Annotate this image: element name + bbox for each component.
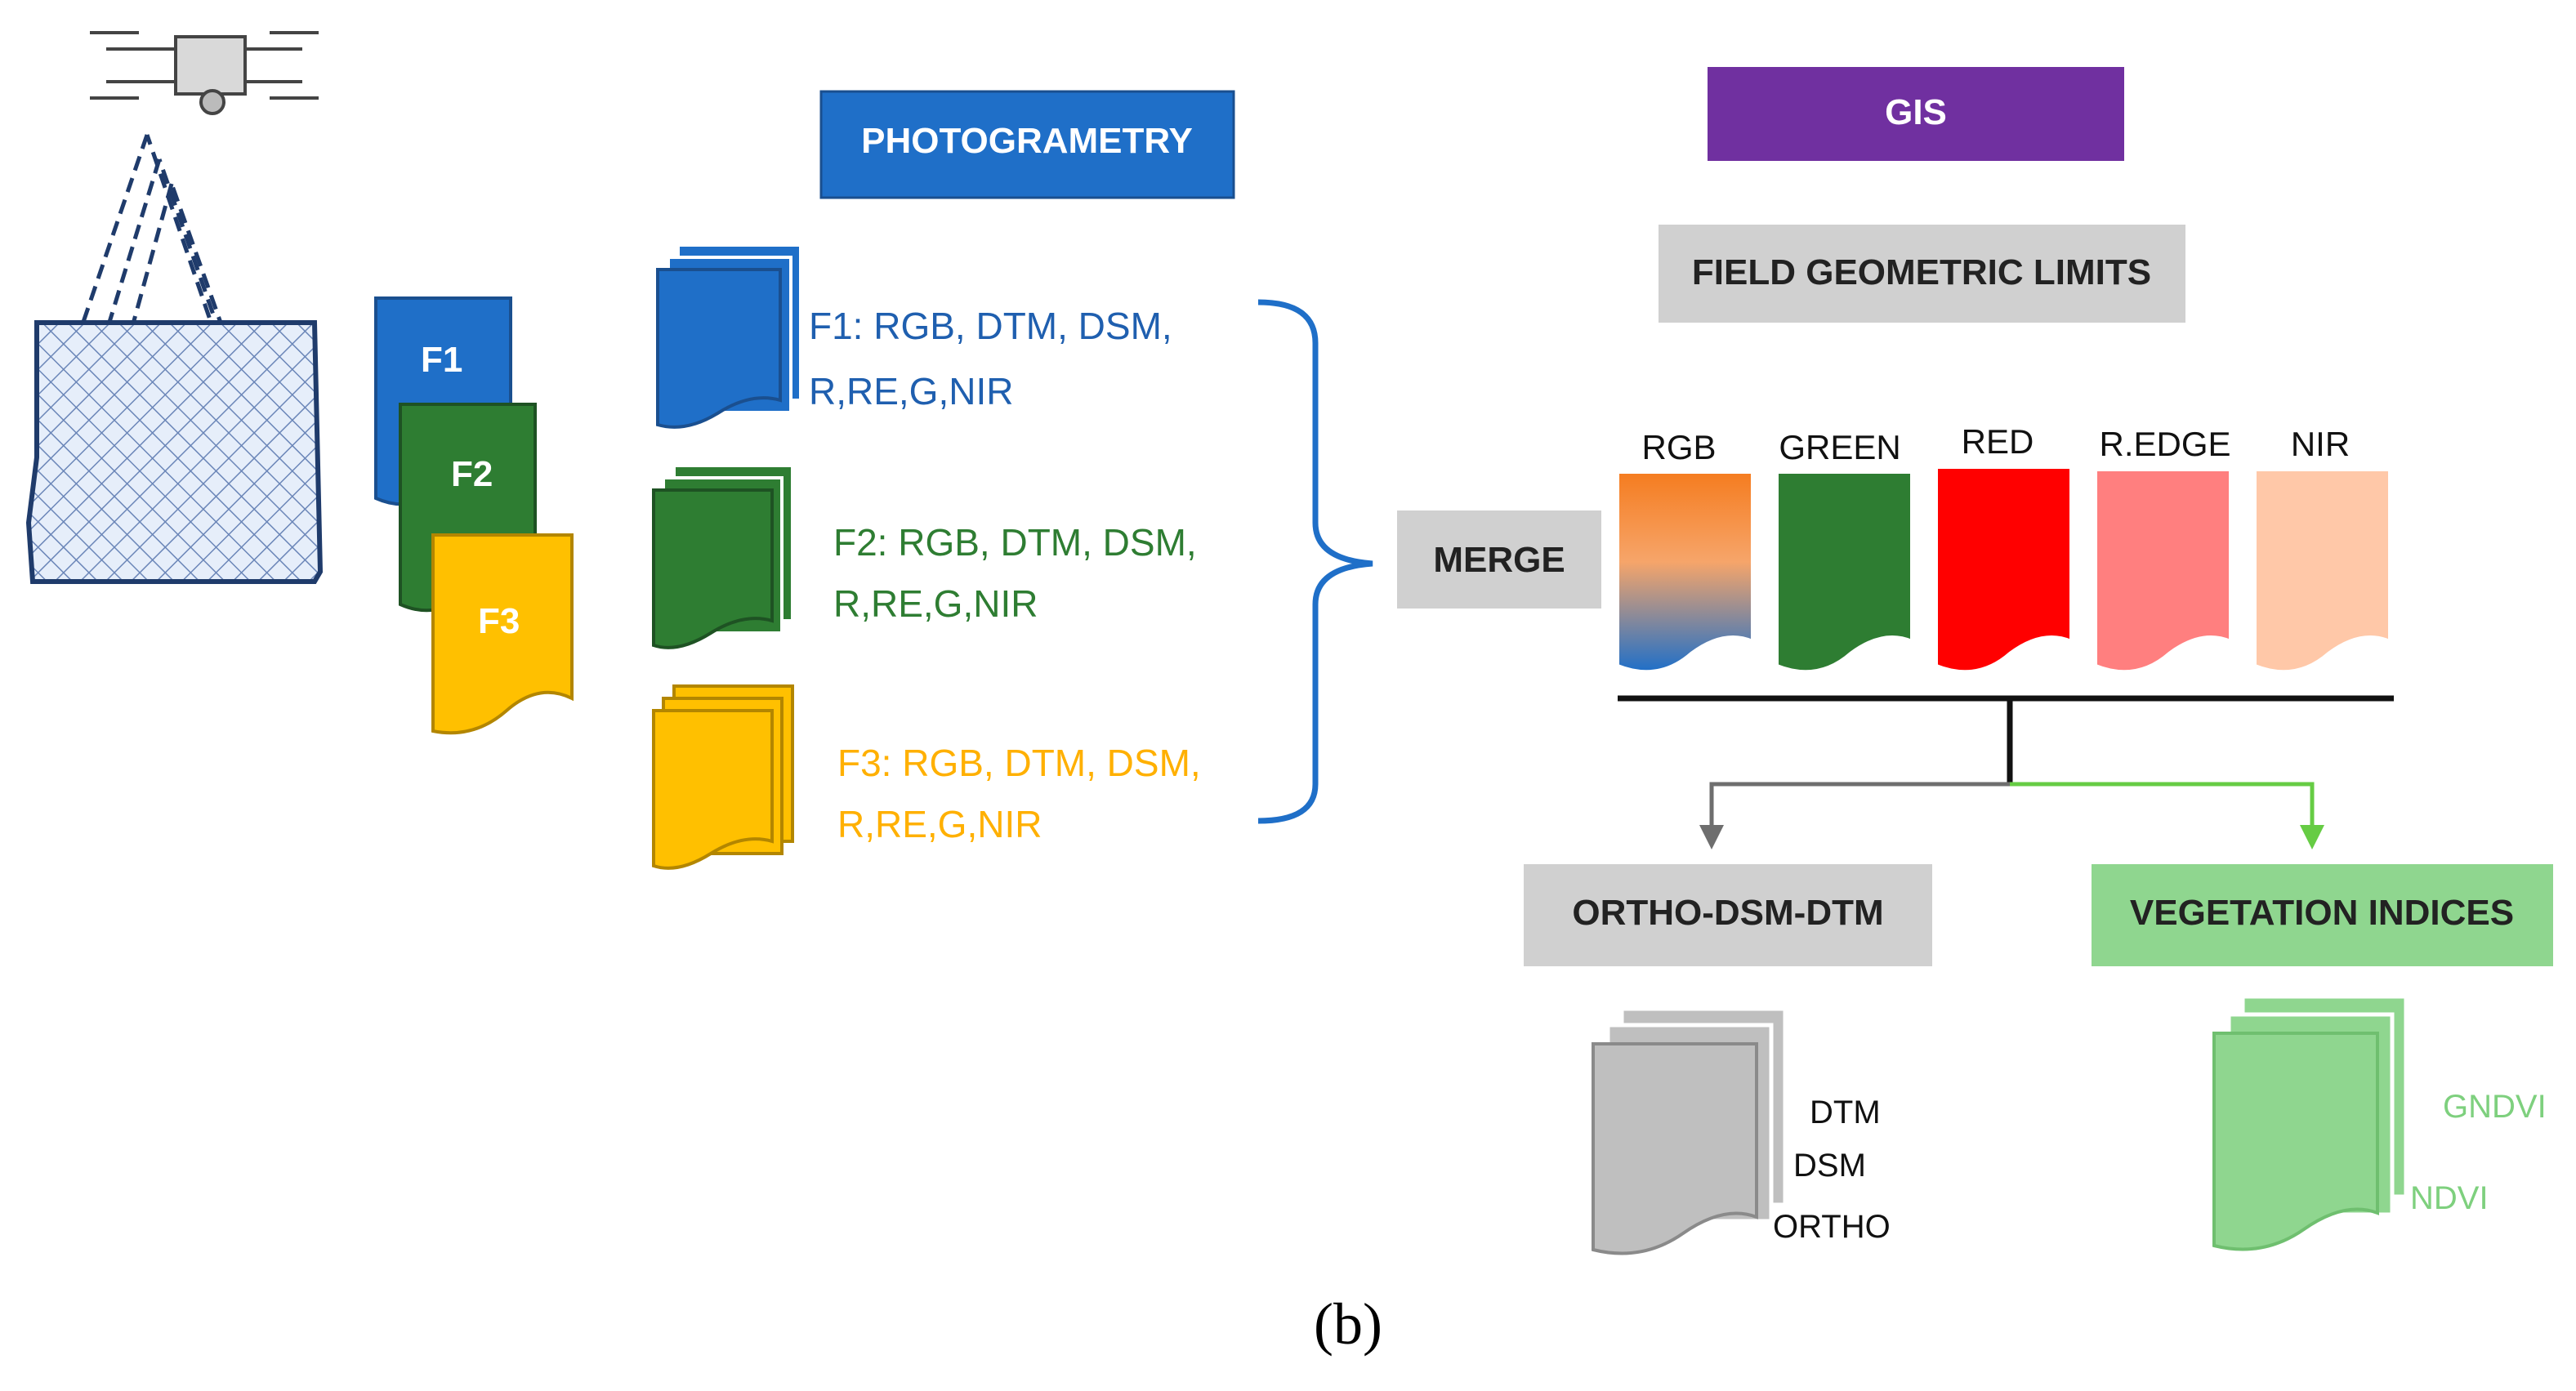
merge-label: MERGE bbox=[1433, 540, 1565, 580]
band-label-rgb: RGB bbox=[1641, 428, 1716, 466]
flight-f3-label: F3 bbox=[478, 601, 520, 641]
ortho-output-ortho: ORTHO bbox=[1773, 1209, 1891, 1245]
f2-products-line2: R,RE,G,NIR bbox=[833, 582, 1038, 625]
connector-veg bbox=[2010, 782, 2324, 849]
gis-label: GIS bbox=[1885, 92, 1947, 132]
ortho-output-stack bbox=[1592, 1006, 1788, 1255]
ortho-output-dtm: DTM bbox=[1810, 1095, 1881, 1130]
photogrammetry-label: PHOTOGRAMETRY bbox=[861, 121, 1193, 161]
merge-brace bbox=[1257, 299, 1373, 824]
veg-output-ndvi: NDVI bbox=[2410, 1180, 2489, 1216]
band-label-red: RED bbox=[1962, 422, 2034, 461]
field-limits-label: FIELD GEOMETRIC LIMITS bbox=[1692, 252, 2151, 292]
band-label-nir: NIR bbox=[2291, 425, 2350, 463]
photogrammetry-box bbox=[819, 90, 1235, 199]
f2-products-line1: F2: RGB, DTM, DSM, bbox=[833, 521, 1197, 564]
connector-ortho bbox=[1699, 782, 2010, 849]
f1-output-stack bbox=[656, 243, 802, 429]
band-label-green: GREEN bbox=[1779, 428, 1900, 466]
vegetation-indices-box bbox=[2092, 864, 2553, 966]
ortho-output-dsm: DSM bbox=[1793, 1148, 1866, 1184]
figure-caption: (b) bbox=[1314, 1291, 1382, 1357]
f3-products-line2: R,RE,G,NIR bbox=[837, 803, 1042, 845]
f3-products-line1: F3: RGB, DTM, DSM, bbox=[837, 742, 1201, 784]
f3-output-stack bbox=[652, 684, 794, 870]
band-label-redge: R.EDGE bbox=[2099, 425, 2230, 463]
field-limits-box bbox=[1659, 225, 2185, 323]
flight-f1-label: F1 bbox=[421, 340, 462, 380]
merge-box bbox=[1397, 510, 1601, 609]
f1-products-line1: F1: RGB, DTM, DSM, bbox=[809, 305, 1172, 347]
flight-f2-label: F2 bbox=[451, 454, 493, 494]
band-sheet-redge bbox=[2094, 468, 2232, 674]
band-sheet-red bbox=[1935, 466, 2073, 674]
flight-sheet-f3: F3 bbox=[431, 533, 574, 735]
ortho-dsm-dtm-box bbox=[1524, 864, 1932, 966]
gis-box bbox=[1708, 67, 2124, 161]
band-sheet-rgb bbox=[1616, 470, 1754, 674]
band-sheet-nir bbox=[2253, 468, 2391, 674]
ortho-dsm-dtm-label: ORTHO-DSM-DTM bbox=[1572, 893, 1883, 933]
f2-output-stack bbox=[652, 464, 794, 649]
veg-output-gndvi: GNDVI bbox=[2443, 1089, 2547, 1125]
f1-products-line2: R,RE,G,NIR bbox=[809, 370, 1013, 412]
vegetation-output-stack bbox=[2212, 994, 2409, 1251]
field-area bbox=[25, 320, 324, 584]
vegetation-indices-label: VEGETATION INDICES bbox=[2130, 893, 2514, 933]
band-sheet-green bbox=[1775, 470, 1913, 674]
drone-icon bbox=[90, 31, 319, 115]
